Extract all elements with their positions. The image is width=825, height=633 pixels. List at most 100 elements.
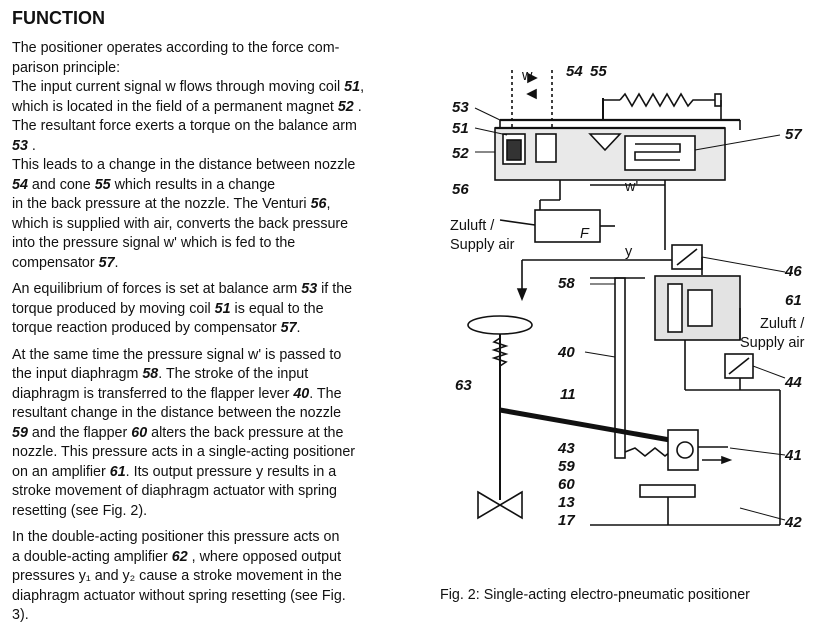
text-run: which results in a change [110,176,276,193]
text-line: At the same time the pressure signal w' … [12,346,407,366]
reference-number: 57 [98,254,115,271]
label-61: 61 [785,292,802,309]
text-line: In the double-acting positioner this pre… [12,528,407,548]
text-line: This leads to a change in the distance b… [12,156,407,176]
section-heading: FUNCTION [12,8,105,28]
label-13: 13 [558,494,575,511]
text-line: resultant change in the distance between… [12,404,407,424]
text-line: The positioner operates according to the… [12,39,407,59]
text-line: torque reaction produced by compensator … [12,319,407,339]
text-run: , where opposed output [187,548,342,565]
text-run: and cone [27,176,95,193]
paragraph: At the same time the pressure signal w' … [12,346,407,522]
text-run: parison principle: [12,59,121,76]
text-run: diaphragm is transferred to the flapper … [12,385,294,402]
text-run: is equal to the [230,300,324,317]
text-line: An equilibrium of forces is set at balan… [12,280,407,300]
text-run: An equilibrium of forces is set at balan… [12,281,302,297]
reference-number: 51 [214,300,231,317]
text-run: in the back pressure at the nozzle. The … [12,196,311,212]
label-56: 56 [452,181,469,198]
text-run: torque reaction produced by compensator [12,320,281,336]
text-line: into the pressure signal w' which is fed… [12,234,407,254]
label-54: 54 [566,63,583,80]
text-run: This leads to a change in the distance b… [12,157,356,173]
text-run: , [360,79,365,95]
label-63: 63 [455,377,472,394]
text-run: alters the back pressure at the [147,424,344,441]
label-40: 40 [557,344,575,361]
text-line: diaphragm is transferred to the flapper … [12,385,407,405]
text-line: pressures y₁ and y₂ cause a stroke movem… [12,567,407,587]
diaphragm-actuator [467,315,533,335]
figure-caption: Fig. 2: Single-acting electro-pneumatic … [440,587,750,603]
text-run: The input current signal w flows through… [12,79,345,95]
text-line: The resultant force exerts a torque on t… [12,117,407,137]
text-line: the input diaphragm 58. The stroke of th… [12,365,407,385]
text-run: into the pressure signal w' which is fed… [12,235,296,251]
text-line: 59 and the flapper 60 alters the back pr… [12,424,407,444]
reference-number: 55 [94,176,111,193]
text-run: . [27,137,36,154]
label-41: 41 [784,447,802,464]
supply-air-left-2: Supply air [450,237,515,253]
text-run: 3). [12,607,29,623]
reference-number: 53 [12,137,28,154]
reference-number: 62 [171,548,188,565]
text-run: . [114,254,119,271]
reference-number: 52 [337,98,354,115]
text-run: . The [309,385,342,402]
text-run: resultant change in the distance between… [12,405,342,421]
reference-number: 51 [344,79,361,95]
text-line: 3). [12,606,407,626]
text-line: a double-acting amplifier 62 , where opp… [12,548,407,568]
text-run: , [326,196,331,212]
text-run: In the double-acting positioner this pre… [12,529,340,545]
top-spring [619,92,715,108]
label-11: 11 [560,386,576,403]
paragraph: The positioner operates according to the… [12,39,407,273]
text-run: nozzle. This pressure acts in a single-a… [12,444,356,460]
supply-air-left-1: Zuluft / [450,218,495,234]
label-42: 42 [784,514,802,530]
label-58: 58 [558,275,575,292]
text-run: a double-acting amplifier [12,548,172,565]
paragraph: In the double-acting positioner this pre… [12,528,407,626]
label-46: 46 [784,263,802,280]
label-43: 43 [557,440,575,457]
label-44: 44 [784,374,802,391]
body-text: The positioner operates according to the… [12,39,407,633]
text-line: parison principle: [12,59,407,79]
supply-air-right-2: Supply air [740,335,805,351]
text-run: if the [317,281,353,297]
text-line: nozzle. This pressure acts in a single-a… [12,443,407,463]
text-line: in the back pressure at the nozzle. The … [12,195,407,215]
text-line: compensator 57. [12,254,407,274]
text-run: the input diaphragm [12,366,143,382]
reference-number: 54 [12,176,28,193]
text-run: pressures y₁ and y₂ cause a stroke movem… [12,568,342,584]
text-line: torque produced by moving coil 51 is equ… [12,300,407,320]
signal-w: w [521,68,533,84]
text-run: resetting (see Fig. 2). [12,502,148,519]
text-line: stroke movement of diaphragm actuator wi… [12,482,407,502]
positioner-diagram: 53 51 52 54 55 57 56 46 58 61 40 44 63 1… [440,60,825,530]
text-run: . Its output pressure y results in a [125,463,337,480]
text-run: . The stroke of the input [158,366,309,382]
paragraph: An equilibrium of forces is set at balan… [12,280,407,339]
label-53: 53 [452,99,469,116]
text-run: The resultant force exerts a torque on t… [12,118,357,134]
supply-air-right-1: Zuluft / [760,316,805,332]
text-line: which is located in the field of a perma… [12,98,407,118]
text-line: 53 . [12,137,407,157]
diagram-drawing: 53 51 52 54 55 57 56 46 58 61 40 44 63 1… [450,63,805,530]
text-run: The positioner operates according to the… [12,40,340,56]
reference-number: 59 [12,424,28,441]
text-run: which is supplied with air, converts the… [12,215,349,232]
reference-number: 58 [142,366,159,382]
text-run: stroke movement of diaphragm actuator wi… [12,483,338,499]
reference-number: 53 [301,281,318,297]
lever-11 [499,407,671,443]
text-run: which is located in the field of a perma… [12,98,338,115]
label-59: 59 [558,458,575,475]
